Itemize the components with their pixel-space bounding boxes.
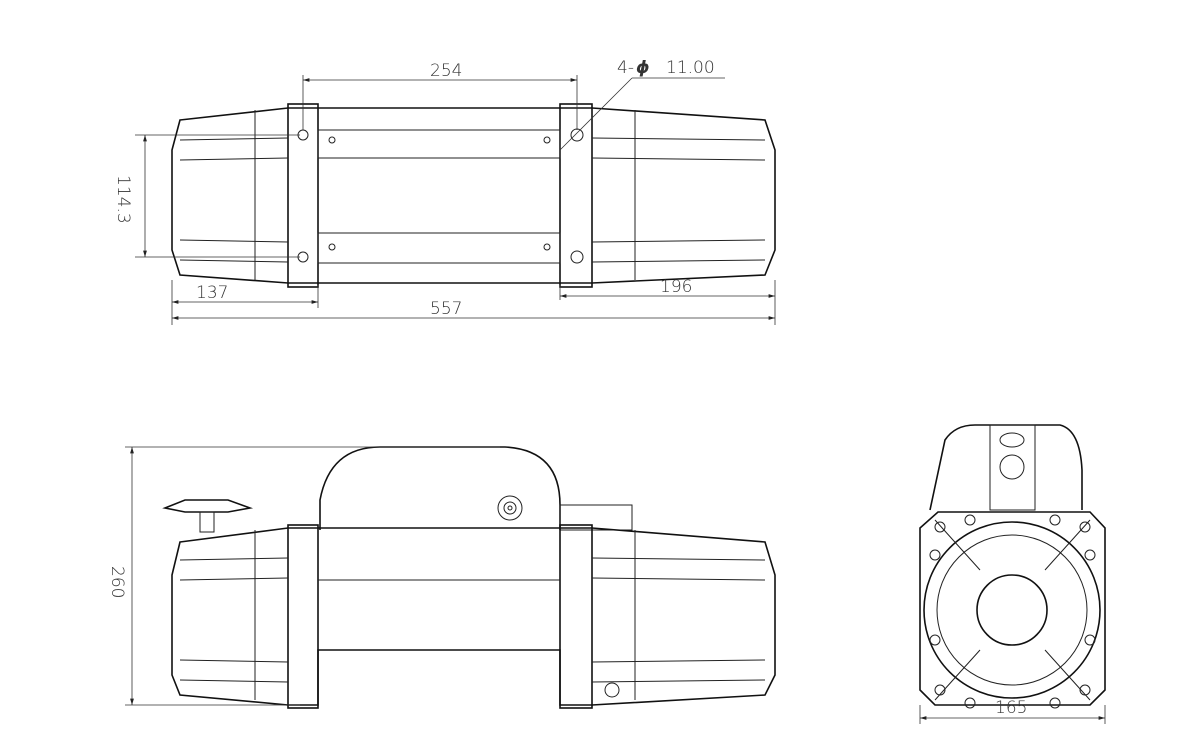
end-view <box>919 424 1106 709</box>
dim-bolt-spacing: 254 <box>430 61 462 81</box>
end-view-bolts <box>929 514 1096 709</box>
dim-mount-width: 114.3 <box>113 175 133 224</box>
side-view <box>162 446 776 709</box>
diameter-symbol: ϕ <box>636 58 650 78</box>
end-view-dimensions: 165 <box>919 698 1106 724</box>
dim-width: 165 <box>995 698 1027 718</box>
dim-overall-length: 557 <box>430 299 462 319</box>
top-view-dimensions: 254 4- ϕ 11.00 114.3 137 196 557 <box>113 58 776 325</box>
dim-motor-end: 137 <box>196 283 228 303</box>
dim-height: 260 <box>107 566 127 598</box>
dim-hole-prefix: 4- <box>617 58 634 78</box>
side-view-dimensions: 260 <box>107 446 500 706</box>
dim-hole-size: 11.00 <box>666 58 715 78</box>
dim-gearbox-end: 196 <box>660 277 692 297</box>
top-view <box>171 103 776 288</box>
